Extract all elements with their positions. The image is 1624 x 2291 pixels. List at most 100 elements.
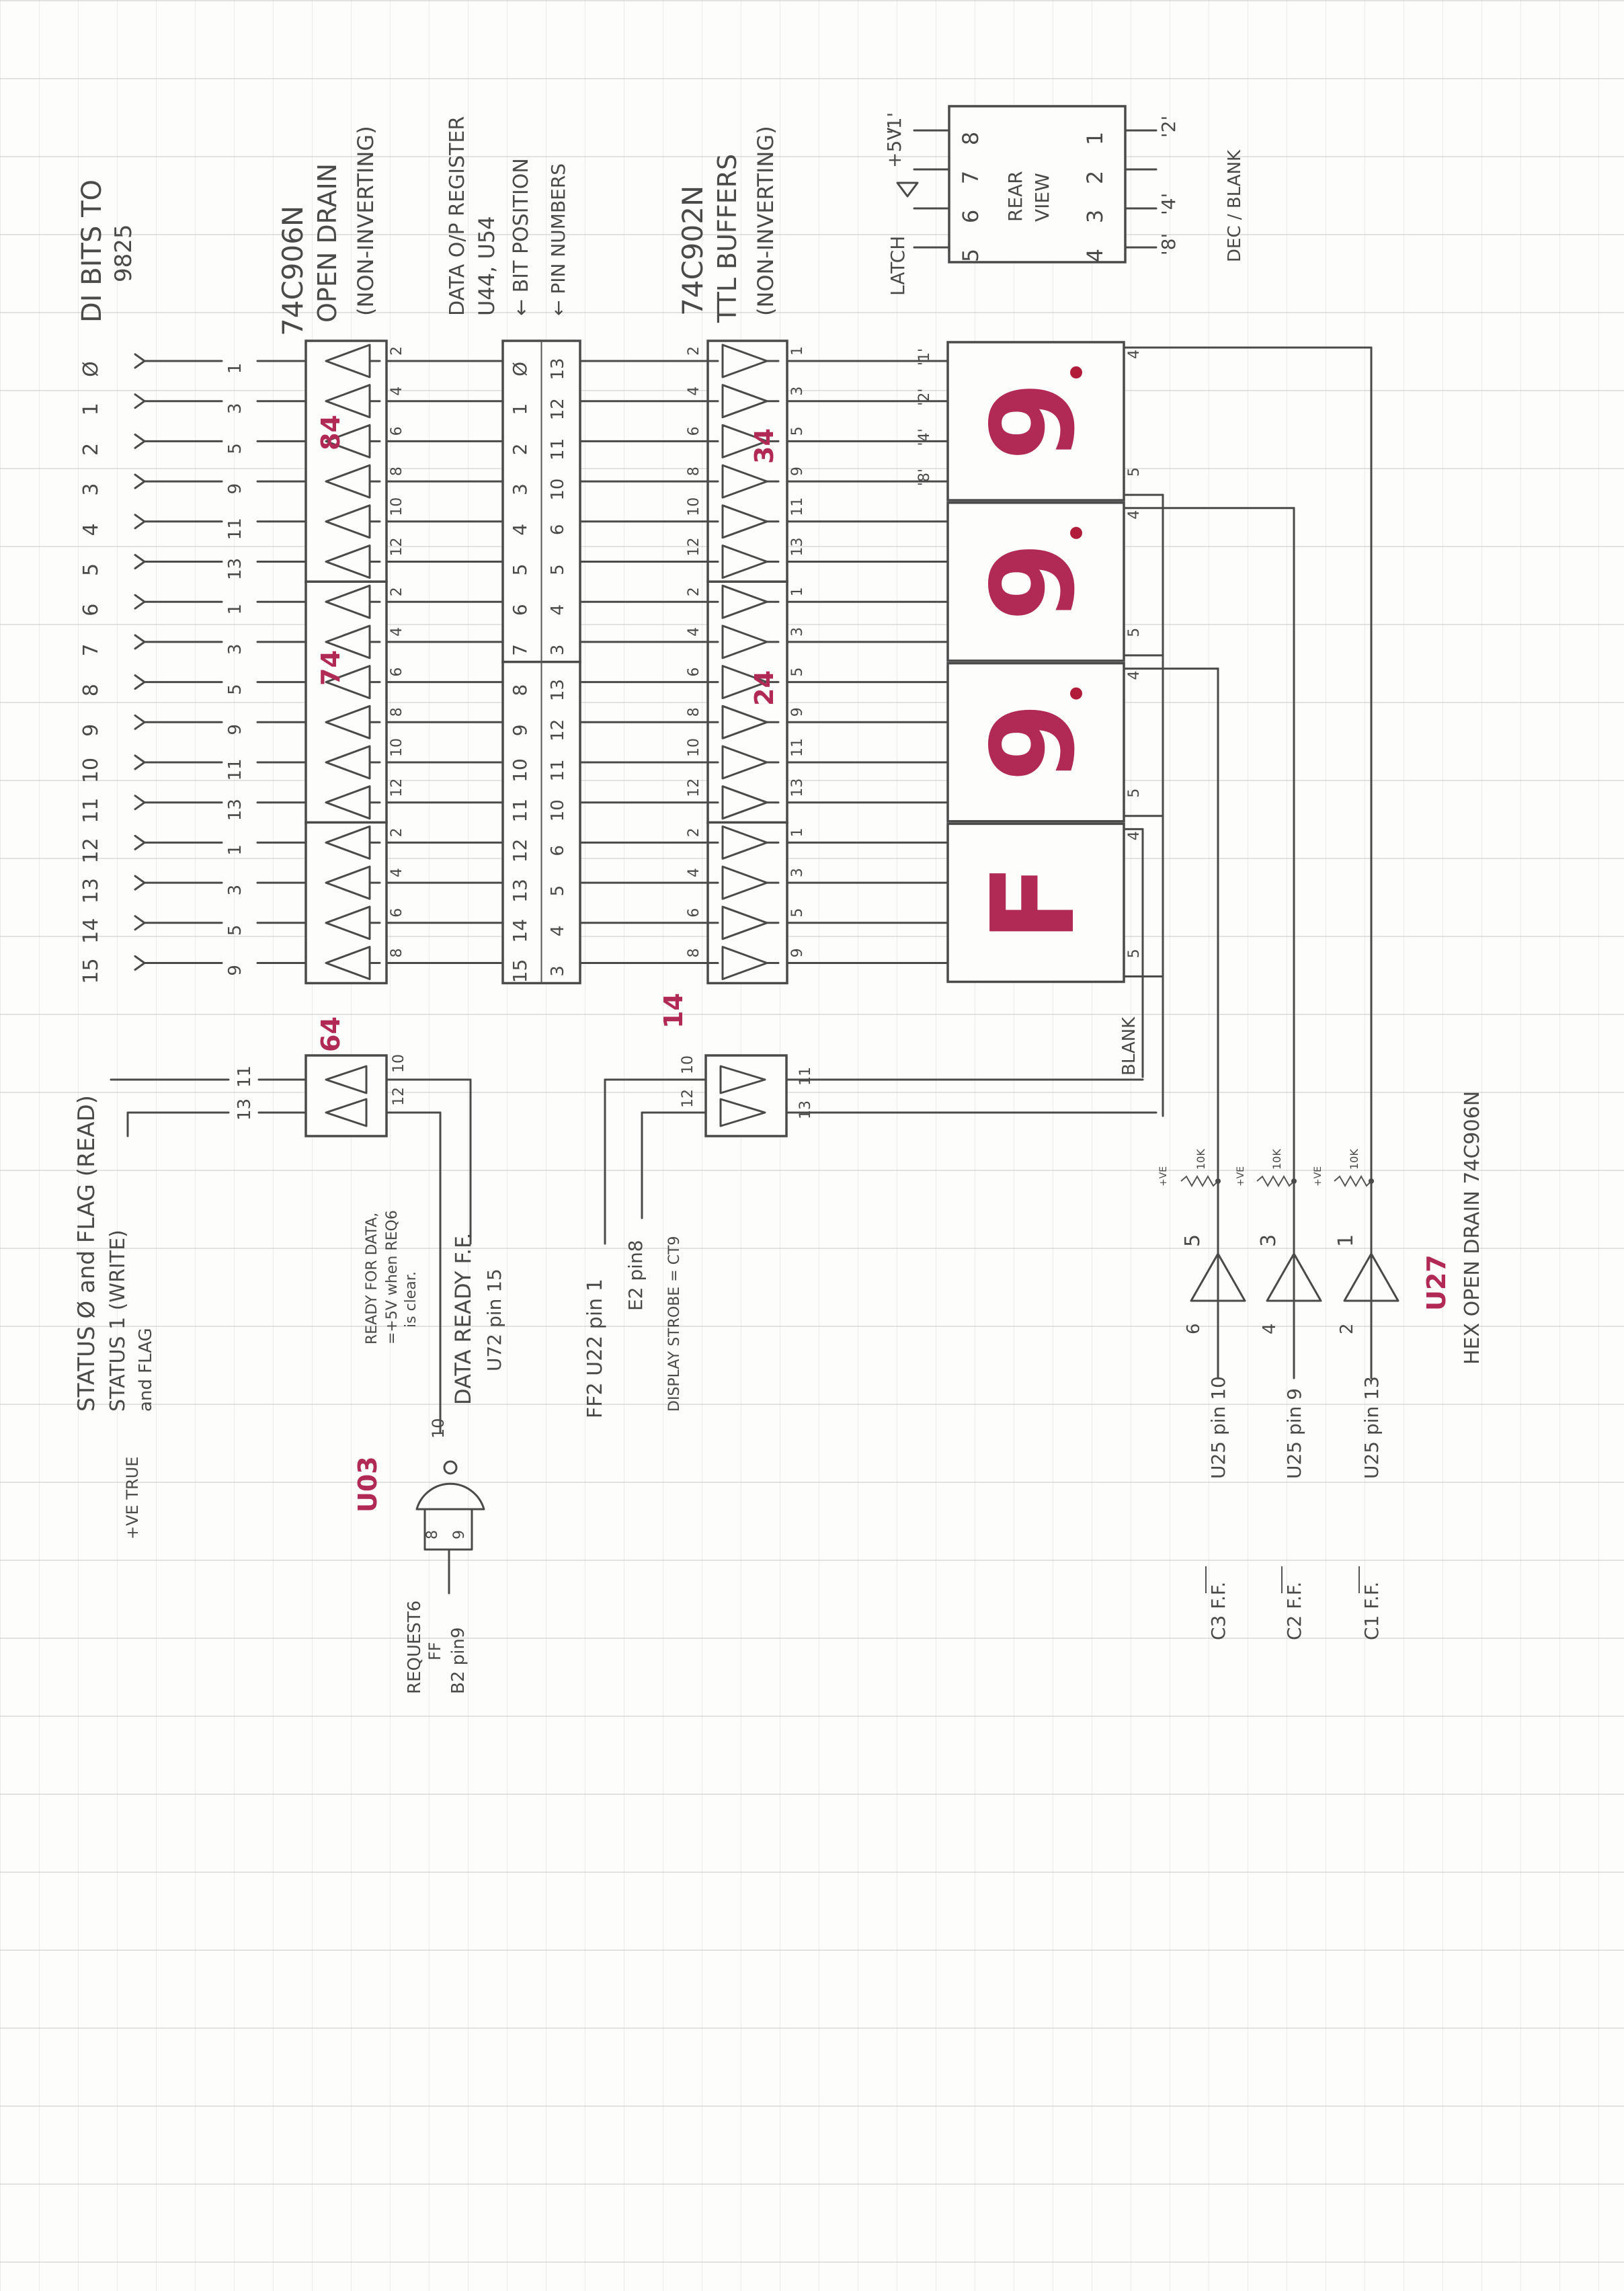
pin-906-out: 8	[389, 949, 405, 958]
buffer	[719, 1065, 766, 1094]
heading-ttl-buffers: TTL BUFFERS	[713, 154, 742, 323]
buffer-902	[721, 384, 768, 419]
pin: 8	[424, 1530, 441, 1539]
buffer-902	[721, 464, 768, 499]
pin-902-out: 13	[789, 538, 806, 557]
display-pin-5: 5	[1126, 949, 1143, 959]
pin-906-in: 9	[225, 483, 245, 495]
pin: 11	[797, 1067, 814, 1086]
driver-ff-0: C3 F.F.	[1207, 1582, 1229, 1640]
buffer-902	[721, 344, 768, 378]
rear-pin-6: 6	[958, 210, 983, 223]
pin-902-out: 1	[789, 828, 806, 837]
bit-label-9: 9	[79, 724, 103, 737]
driver-ff-1: C2 F.F.	[1283, 1582, 1305, 1640]
chip-label-u03: U03	[353, 1456, 382, 1513]
pin-902-out: 5	[789, 426, 806, 436]
pin-902-in: 6	[686, 908, 702, 918]
pin-902-in: 4	[686, 868, 702, 877]
register-pin: 3	[548, 965, 568, 977]
nand-gate-body	[415, 1482, 485, 1511]
display-pin-5: 5	[1126, 628, 1143, 637]
pin: 10	[680, 1055, 696, 1074]
pin-906-out: 2	[389, 346, 405, 356]
rear-pin-5: 5	[958, 249, 983, 262]
register-pin: 10	[548, 799, 568, 821]
pin-906-out: 12	[389, 778, 405, 797]
pin-906-out: 10	[389, 738, 405, 757]
connector-arrow	[134, 795, 146, 811]
buffer	[325, 1098, 368, 1127]
bit-label-3: 3	[79, 483, 103, 496]
rear-label-latch: LATCH	[887, 236, 909, 296]
heading-non-inverting-2: (NON-INVERTING)	[753, 126, 778, 316]
rear-pin-2: 2	[1082, 171, 1108, 184]
display-strobe-label: DISPLAY STROBE = CT9	[666, 1236, 683, 1412]
pin-906-out: 4	[389, 627, 405, 637]
buffer-902	[721, 745, 768, 780]
pin-906-in: 3	[225, 403, 245, 414]
resistor-value: 10K	[1348, 1149, 1361, 1170]
buffer	[719, 1098, 766, 1127]
pin: 6	[1184, 1323, 1204, 1334]
rear-label-8: '8'	[1158, 233, 1180, 255]
data-ready-label: DATA READY F.F.	[450, 1233, 476, 1405]
pin-906-in: 9	[225, 965, 245, 976]
buffer-902	[721, 504, 768, 539]
ff2-label: FF2 U22 pin 1	[583, 1279, 607, 1418]
pin-902-in: 12	[686, 778, 702, 797]
chip-label-64: 64	[316, 1016, 346, 1052]
hex-display-1	[946, 501, 1125, 662]
pin: 5	[1181, 1234, 1205, 1247]
heading-74c906n: 74C906N	[276, 206, 309, 336]
pin: 1	[1334, 1234, 1358, 1247]
buffer-902	[721, 584, 768, 619]
pin-902-out: 13	[789, 778, 806, 797]
buffer-902	[721, 424, 768, 458]
pin-906-in: 11	[225, 758, 245, 780]
pin: 2	[1337, 1323, 1357, 1334]
chip-label-14: 14	[659, 993, 688, 1029]
pin-902-in: 4	[686, 627, 702, 637]
display-pin-4: 4	[1126, 831, 1143, 840]
pin-902-in: 10	[686, 497, 702, 516]
connector-arrow	[134, 634, 146, 650]
nand-input-box	[423, 1508, 473, 1551]
pin: 13	[797, 1100, 814, 1119]
e2-label: E2 pin8	[624, 1240, 647, 1311]
display-pin-5: 5	[1126, 467, 1143, 477]
rear-pin-1: 1	[1082, 132, 1108, 145]
rear-pin-7: 7	[958, 171, 983, 184]
rear-label-1: '1'	[883, 112, 905, 134]
buffer-902	[721, 946, 768, 980]
register-bit: 10	[509, 758, 531, 782]
status-line-2: STATUS 1 (WRITE)	[106, 1230, 130, 1412]
hex-display-0	[946, 341, 1125, 501]
pin-906-in: 5	[225, 925, 245, 936]
chip-label-24: 24	[749, 670, 779, 706]
pin-906-in: 9	[225, 724, 245, 735]
data-ready-pin: U72 pin 15	[483, 1269, 505, 1371]
register-bit: Ø	[509, 362, 531, 376]
register-bit: 15	[509, 959, 531, 983]
display-pin-4: 4	[1126, 510, 1143, 520]
pin-906-out: 4	[389, 868, 405, 877]
pin-906-out: 2	[389, 828, 405, 837]
segment-weight-2: '4'	[916, 428, 933, 446]
pin-902-in: 8	[686, 707, 702, 717]
register-bit: 14	[509, 919, 531, 943]
rear-view-box	[948, 105, 1127, 264]
display-digit-0: 9	[967, 381, 1100, 460]
bit-label-15: 15	[79, 958, 103, 983]
pullup-supply: +VE	[1158, 1166, 1169, 1187]
pin-902-out: 9	[789, 467, 806, 476]
status-line-1: STATUS Ø and FLAG (READ)	[73, 1095, 100, 1412]
pin-902-in: 6	[686, 426, 702, 436]
blank-label: BLANK	[1119, 1016, 1139, 1076]
heading-open-drain: OPEN DRAIN	[313, 163, 342, 323]
bit-label-11: 11	[79, 798, 103, 823]
register-pin: 5	[548, 564, 568, 575]
connector-arrow	[134, 754, 146, 770]
junction-dot	[1291, 1178, 1297, 1184]
